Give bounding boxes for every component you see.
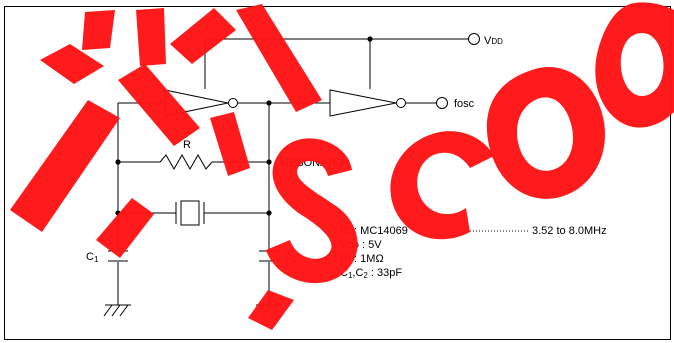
watermark-letter-o1 (486, 67, 605, 199)
spec-block: IC : MC14069 3.52 to 8.0MHz VDD : 5V Rf … (340, 225, 607, 280)
watermark-stroke-h (236, 4, 322, 112)
resistor-label: R (183, 139, 191, 151)
spec-ic: IC : MC14069 (340, 225, 408, 237)
fosc-terminal (436, 97, 448, 109)
diagram-frame (4, 6, 671, 340)
vdd-label: VDD (484, 35, 503, 47)
inverter-2 (329, 89, 406, 117)
watermark-letter-c (390, 131, 494, 240)
c1-label: C1 (86, 251, 99, 264)
watermark-stroke-e (170, 8, 236, 64)
junction-dots (115, 36, 373, 216)
watermark-stroke-i (96, 198, 154, 258)
watermark-stroke-b (40, 44, 104, 84)
watermark-stroke-f (136, 8, 166, 66)
ground-left (103, 304, 131, 317)
watermark-stroke-d (118, 64, 200, 146)
watermark-stroke-c (82, 10, 115, 50)
watermark-stroke-a (10, 100, 120, 232)
resistor-r (159, 153, 213, 171)
watermark-stroke-j (248, 290, 294, 330)
watermark-letter-o2 (595, 2, 674, 128)
resonator-crystal (175, 200, 205, 226)
watermark-letter-s (266, 138, 358, 284)
spec-caps: C1,C2 : 33pF (340, 267, 402, 280)
vdd-terminal (468, 33, 480, 45)
watermark (10, 2, 674, 330)
spec-frequency: 3.52 to 8.0MHz (532, 225, 607, 237)
watermark-stroke-g (210, 112, 250, 176)
fosc-label: fosc (454, 98, 475, 110)
